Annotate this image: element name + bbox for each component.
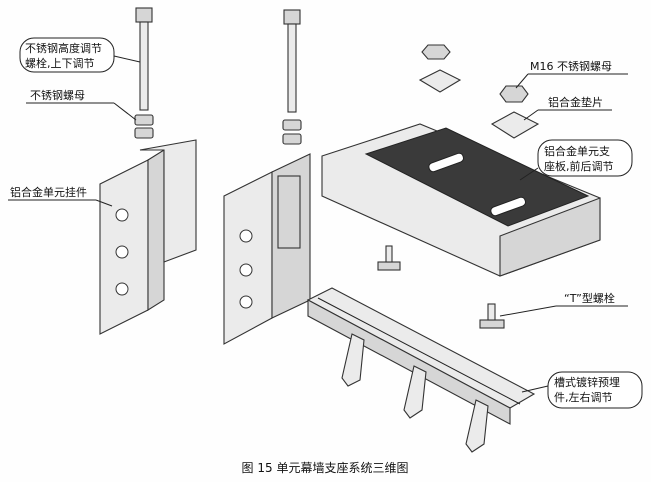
channel-slot-line	[317, 297, 521, 405]
callout-adjust-bolt-leader	[113, 55, 141, 63]
left-nut-upper	[134, 114, 154, 126]
left-hanger-hole-3	[115, 282, 129, 296]
m16-nut	[499, 85, 529, 103]
callout-stainless-nut-text: 不锈钢螺母	[30, 89, 85, 102]
callout-m16-nut-text: M16 不锈钢螺母	[530, 60, 612, 73]
middle-nut-upper	[282, 119, 302, 131]
callout-t-bolt-leader	[499, 305, 557, 317]
middle-hanger-assembly	[223, 9, 311, 345]
callout-washer-leader	[523, 109, 539, 121]
channel-anchor-3	[465, 399, 489, 453]
callout-adjust-bolt-line2: 螺栓,上下调节	[25, 56, 95, 70]
support-plate-slot-2	[490, 196, 526, 217]
channel-anchor-2	[403, 365, 427, 419]
callouts: 不锈钢高度调节 螺栓,上下调节 不锈钢螺母 铝合金单元挂件 M16 不锈钢螺母 …	[8, 37, 643, 409]
middle-hanger-hole-1	[239, 229, 253, 243]
figure-caption: 图 15 单元幕墙支座系统三维图	[242, 460, 409, 475]
middle-nut-lower	[282, 133, 302, 145]
middle-hanger-plate	[223, 171, 273, 345]
middle-hanger-hole-2	[239, 263, 253, 277]
callout-hanger-text: 铝合金单元挂件	[10, 185, 87, 199]
callout-adjust-bolt-bubble	[19, 37, 115, 73]
left-nut-lower	[134, 127, 154, 139]
top-nut	[421, 44, 451, 60]
t-bolt-1-shank	[385, 245, 393, 263]
t-bolt-1-head	[377, 261, 401, 271]
t-bolts	[377, 245, 505, 329]
middle-bolt-shaft	[287, 23, 297, 113]
callout-washer-text: 铝合金垫片	[548, 95, 603, 109]
middle-bolt-head	[283, 9, 301, 25]
callout-t-bolt-text: “T”型螺栓	[564, 291, 615, 305]
left-hanger-hole-2	[115, 245, 129, 259]
support-plate-serrated-face	[364, 127, 590, 227]
top-washer	[418, 69, 462, 93]
embedded-channel-assembly	[306, 287, 536, 453]
callout-embedded-channel-bubble	[547, 371, 643, 409]
left-bolt-head	[135, 7, 153, 23]
callout-hanger-leader	[95, 199, 113, 207]
callout-support-plate-bubble	[537, 139, 633, 177]
callout-m16-nut-leader	[515, 73, 529, 89]
t-bolt-2-head	[479, 319, 505, 329]
left-hanger-edge	[147, 149, 165, 311]
callout-embedded-channel-line2: 件,左右调节	[554, 390, 613, 404]
plate-hardware	[418, 44, 540, 139]
callout-support-plate-leader	[519, 167, 539, 181]
left-hanger-hook	[139, 139, 197, 263]
channel-side	[307, 299, 511, 425]
t-bolt-2-shank	[487, 303, 496, 321]
support-plate-front-lip	[499, 197, 601, 277]
left-hanger-hole-1	[115, 208, 129, 222]
left-bolt-shaft	[139, 21, 149, 111]
left-hanger-assembly	[99, 7, 197, 335]
callout-support-plate-line1: 铝合金单元支	[544, 144, 610, 158]
callout-stainless-nut-leader	[113, 102, 137, 121]
support-plate-assembly	[321, 123, 601, 277]
callout-support-plate-line2: 座板,前后调节	[544, 159, 614, 173]
callout-embedded-channel-line1: 槽式镀锌预埋	[554, 375, 620, 389]
channel-anchor-1	[341, 333, 365, 387]
middle-hanger-slot	[277, 175, 301, 249]
support-plate-slot-1	[428, 152, 464, 173]
callout-embedded-channel-leader	[521, 385, 549, 393]
washer	[490, 111, 540, 139]
callout-adjust-bolt-line1: 不锈钢高度调节	[25, 41, 102, 55]
middle-hanger-hole-3	[239, 295, 253, 309]
